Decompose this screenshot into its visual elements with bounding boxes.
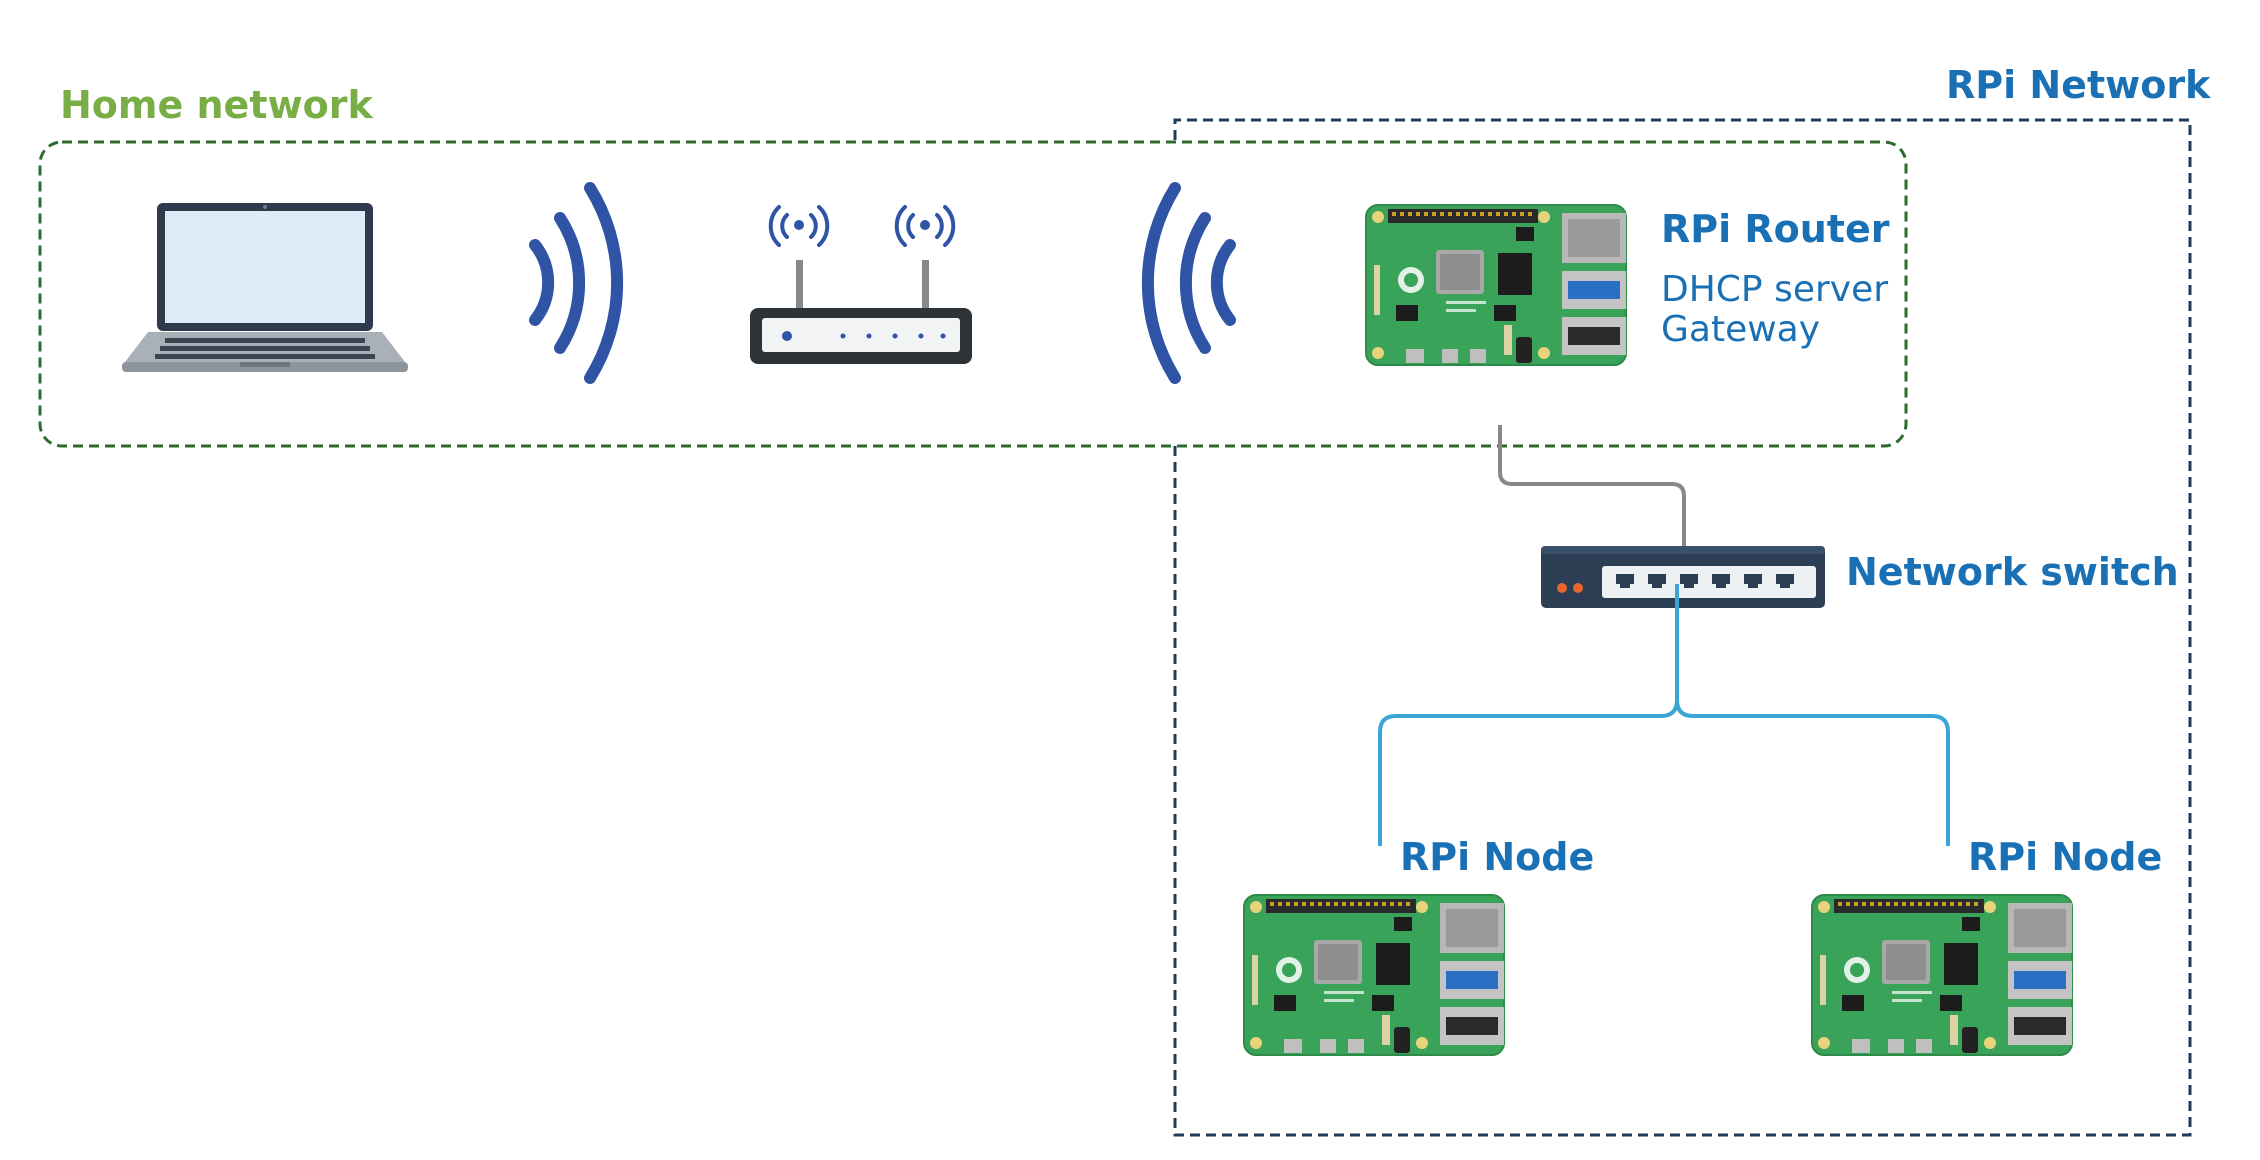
rpi-router-role-gateway: Gateway (1661, 309, 1821, 350)
router-switch-cable (1498, 425, 1686, 548)
wifi-waves-right-icon (529, 182, 624, 384)
rpi-router-board-icon (1365, 204, 1627, 366)
home-network-label: Home network (60, 83, 373, 127)
rpi-node-2-label: RPi Node (1968, 835, 2163, 879)
rpi-network-label: RPi Network (1946, 63, 2211, 107)
rpi-node-2-board-icon (1811, 894, 2073, 1056)
switch-node-cables (1378, 584, 1950, 846)
rpi-node-1-label: RPi Node (1400, 835, 1595, 879)
home-network-boundary (38, 140, 1908, 448)
rpi-network-boundary (1173, 118, 2192, 1137)
network-switch-icon (1541, 546, 1825, 608)
rpi-node-1-board-icon (1243, 894, 1505, 1056)
laptop-icon (122, 203, 408, 372)
network-switch-label: Network switch (1846, 550, 2179, 594)
rpi-router-role-dhcp: DHCP server (1661, 269, 1889, 310)
wifi-waves-left-icon (1141, 182, 1236, 384)
rpi-router-label: RPi Router (1661, 207, 1890, 251)
wifi-router-icon (750, 205, 972, 364)
